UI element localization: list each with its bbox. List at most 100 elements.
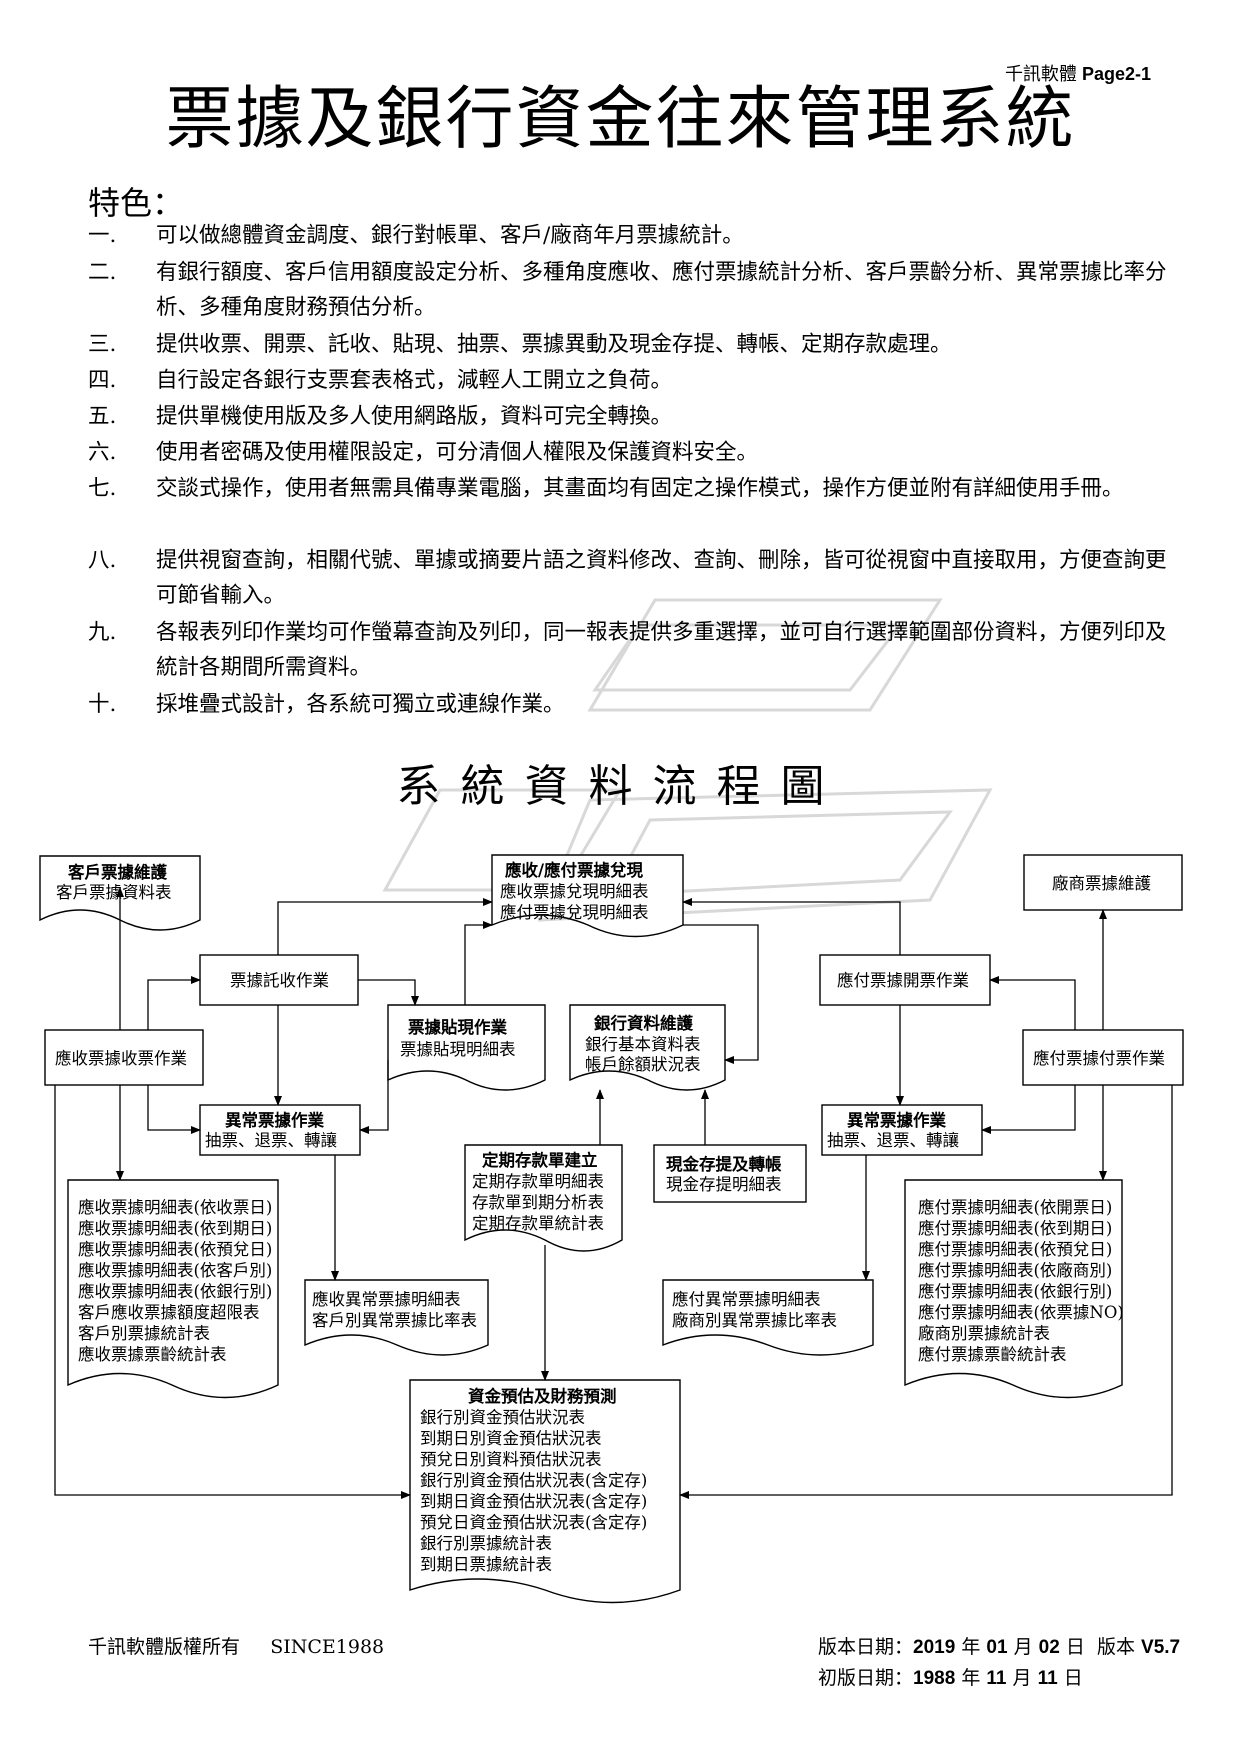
- payable-report-line: 應付票據明細表(依廠商別): [918, 1260, 1112, 1280]
- month-char: 月: [1012, 1667, 1032, 1689]
- discount-line: 票據貼現明細表: [400, 1040, 516, 1059]
- abnormal-left-reports-doc: [304, 1279, 489, 1356]
- forecast-line: 銀行別資金預估狀況表: [420, 1408, 585, 1427]
- feature-number: 二.: [88, 260, 117, 285]
- receivable-report-line: 應收票據明細表(依銀行別): [78, 1281, 272, 1301]
- day-char: 日: [1063, 1667, 1083, 1689]
- page-title: 票據及銀行資金往來管理系統: [165, 80, 1076, 159]
- feature-item: 八. 提供視窗查詢，相關代號、單據或摘要片語之資料修改、查詢、刪除，皆可從視窗中直…: [88, 543, 1168, 613]
- redeem-line: 應收票據兌現明細表: [500, 881, 649, 901]
- first-label: 初版日期：: [818, 1667, 914, 1689]
- month-char: 月: [1013, 1636, 1033, 1658]
- version-number: V5.7: [1141, 1637, 1181, 1658]
- abnormal-right-report-line: 應付異常票據明細表: [672, 1289, 821, 1309]
- payable-report-line: 應付票據明細表(依票據NO): [918, 1302, 1124, 1322]
- abnormal-right-box: [821, 1104, 983, 1156]
- feature-item: 一. 可以做總體資金調度、銀行對帳單、客戶/廠商年月票據統計。: [88, 218, 1168, 253]
- receivable-report-line: 應收票據明細表(依預兌日): [78, 1239, 272, 1259]
- deposit-doc: [464, 1144, 623, 1252]
- since-text: SINCE1988: [270, 1636, 385, 1658]
- feature-number: 一.: [88, 223, 117, 248]
- feature-item: 二. 有銀行額度、客戶信用額度設定分析、多種角度應收、應付票據統計分析、客戶票齡分…: [88, 255, 1168, 325]
- feature-number: 四.: [88, 368, 117, 393]
- receivable-report-line: 客戶應收票據額度超限表: [78, 1302, 260, 1322]
- version-label: 版本日期：: [818, 1636, 914, 1658]
- customer-maint-line: 客戶票據資料表: [56, 883, 172, 902]
- feature-number: 七.: [88, 476, 117, 501]
- year-char: 年: [961, 1636, 981, 1658]
- cash-line: 現金存提明細表: [666, 1175, 782, 1194]
- feature-text: 自行設定各銀行支票套表格式，減輕人工開立之負荷。: [156, 368, 673, 393]
- forecast-line: 到期日票據統計表: [420, 1555, 552, 1574]
- forecast-line: 到期日別資金預估狀況表: [420, 1429, 602, 1448]
- redeem-line: 應付票據兌現明細表: [500, 902, 649, 922]
- payable-issue-title: 應付票據開票作業: [837, 970, 969, 990]
- cash-title: 現金存提及轉帳: [666, 1154, 782, 1174]
- year-char: 年: [961, 1667, 981, 1689]
- feature-number: 五.: [88, 404, 117, 429]
- redeem-doc: [491, 854, 684, 938]
- payable-report-line: 廠商別票據統計表: [918, 1323, 1050, 1343]
- features-heading: 特色：: [88, 184, 185, 222]
- abnormal-right-report-line: 廠商別異常票據比率表: [672, 1310, 837, 1330]
- payable-report-line: 應付票據明細表(依開票日): [918, 1197, 1112, 1217]
- receivable-report-line: 應收票據明細表(依收票日): [78, 1197, 272, 1217]
- vendor-maint-title: 廠商票據維護: [1052, 873, 1152, 893]
- first-year: 1988: [913, 1668, 956, 1689]
- discount-title: 票據貼現作業: [408, 1017, 508, 1037]
- forecast-line: 銀行別資金預估狀況表(含定存): [420, 1471, 647, 1490]
- feature-item: 四. 自行設定各銀行支票套表格式，減輕人工開立之負荷。: [88, 363, 1168, 398]
- forecast-doc: [409, 1379, 681, 1604]
- feature-number: 十.: [88, 692, 117, 717]
- abnormal-left-report-line: 客戶別異常票據比率表: [312, 1311, 477, 1330]
- receivable-report-line: 應收票據票齡統計表: [78, 1344, 227, 1364]
- feature-number: 九.: [88, 620, 117, 645]
- version-year: 2019: [913, 1637, 956, 1658]
- payable-report-line: 應付票據票齡統計表: [918, 1344, 1067, 1364]
- payable-pay-box: [1022, 1029, 1184, 1086]
- collection-title: 票據託收作業: [230, 971, 329, 990]
- receivable-report-line: 應收票據明細表(依客戶別): [78, 1260, 272, 1280]
- feature-item: 三.提供收票、開票、託收、貼現、抽票、票據異動及現金存提、轉帳、定期存款處理。: [88, 327, 1168, 362]
- forecast-line: 預兌日資金預估狀況表(含定存): [420, 1513, 647, 1532]
- receivable-report-line: 客戶別票據統計表: [78, 1324, 210, 1343]
- payable-pay-title: 應付票據付票作業: [1033, 1048, 1165, 1068]
- feature-item: 五. 提供單機使用版及多人使用網路版，資料可完全轉換。: [88, 399, 1168, 434]
- version-word: 版本: [1096, 1636, 1135, 1658]
- abnormal-left-report-line: 應收異常票據明細表: [312, 1289, 461, 1309]
- forecast-line: 到期日資金預估狀況表(含定存): [420, 1492, 647, 1511]
- feature-text: 交談式操作，使用者無需具備專業電腦，其畫面均有固定之操作模式，操作方便並附有詳細…: [156, 476, 1124, 501]
- discount-doc: [387, 1004, 546, 1091]
- feature-item: 九.各報表列印作業均可作螢幕查詢及列印，同一報表提供多重選擇，並可自行選擇範圍部…: [88, 615, 1168, 685]
- feature-text: 提供視窗查詢，相關代號、單據或摘要片語之資料修改、查詢、刪除，皆可從視窗中直接取…: [156, 548, 1167, 608]
- feature-text: 提供單機使用版及多人使用網路版，資料可完全轉換。: [156, 404, 673, 429]
- feature-text: 使用者密碼及使用權限設定，可分清個人權限及保護資料安全。: [156, 440, 759, 465]
- deposit-title: 定期存款單建立: [482, 1150, 598, 1170]
- forecast-title: 資金預估及財務預測: [468, 1386, 617, 1406]
- abnormal-left-line: 抽票、退票、轉讓: [205, 1130, 338, 1150]
- feature-text: 可以做總體資金調度、銀行對帳單、客戶/廠商年月票據統計。: [156, 223, 744, 248]
- feature-text: 提供收票、開票、託收、貼現、抽票、票據異動及現金存提、轉帳、定期存款處理。: [156, 332, 952, 357]
- abnormal-right-title: 異常票據作業: [847, 1110, 947, 1130]
- bank-maint-doc: [569, 1004, 726, 1091]
- receivable-reports-doc: [67, 1179, 279, 1399]
- page-header-tag: 千訊軟體 Page2-1: [1005, 60, 1151, 86]
- feature-text: 有銀行額度、客戶信用額度設定分析、多種角度應收、應付票據統計分析、客戶票齡分析、…: [156, 260, 1167, 320]
- feature-item: 七. 交談式操作，使用者無需具備專業電腦，其畫面均有固定之操作模式，操作方便並附有…: [88, 471, 1168, 506]
- header-company: 千訊軟體: [1004, 64, 1077, 84]
- vendor-maint-box: [1023, 854, 1183, 911]
- customer-maint-title: 客戶票據維護: [67, 862, 168, 882]
- bank-maint-line: 銀行基本資料表: [585, 1035, 701, 1054]
- feature-text: 採堆疊式設計，各系統可獨立或連線作業。: [156, 692, 565, 717]
- deposit-line: 定期存款單明細表: [472, 1172, 604, 1191]
- bank-maint-title: 銀行資料維護: [594, 1013, 694, 1033]
- version-day: 02: [1038, 1637, 1060, 1658]
- receivable-receive-box: [44, 1029, 204, 1086]
- abnormal-right-reports-doc: [662, 1279, 874, 1356]
- abnormal-left-box: [199, 1104, 361, 1156]
- forecast-line: 銀行別票據統計表: [420, 1534, 552, 1553]
- receivable-report-line: 應收票據明細表(依到期日): [78, 1218, 272, 1238]
- first-day: 11: [1037, 1668, 1058, 1689]
- feature-number: 八.: [88, 548, 117, 573]
